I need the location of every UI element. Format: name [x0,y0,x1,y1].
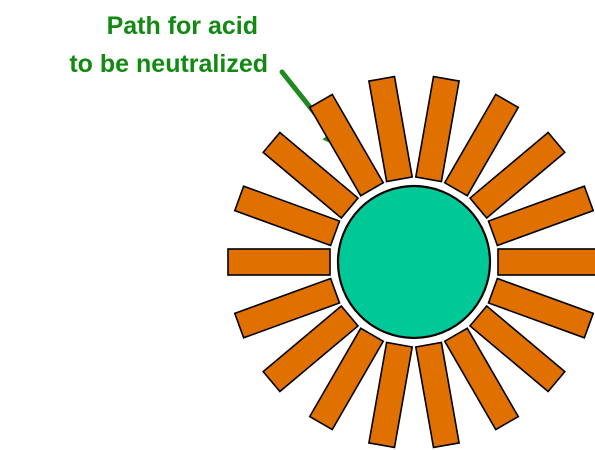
radial-bar-1 [497,248,595,276]
radial-bar-3 [468,304,566,393]
radial-bar-5 [414,341,461,449]
radial-bar-16 [443,93,520,197]
radial-bar-17 [468,131,566,220]
radial-bar-4 [443,327,520,431]
radial-bar-7 [308,327,385,431]
radial-bar-15 [414,75,461,183]
radial-bar-13 [308,93,385,197]
radial-bar-12 [262,131,360,220]
annotation-line-2: to be neutralized [69,50,268,78]
radial-bar-9 [233,277,341,339]
radial-bar-6 [367,341,414,449]
radial-bar-10 [227,248,331,276]
radial-bar-8 [262,304,360,393]
radial-bar-18 [487,185,595,247]
radial-bar-14 [367,75,414,183]
radial-bar-11 [233,185,341,247]
radial-bar-2 [487,277,595,339]
radial-bar-group [227,75,595,449]
central-particle-core [336,184,492,340]
annotation-line-1: Path for acid [107,12,258,40]
